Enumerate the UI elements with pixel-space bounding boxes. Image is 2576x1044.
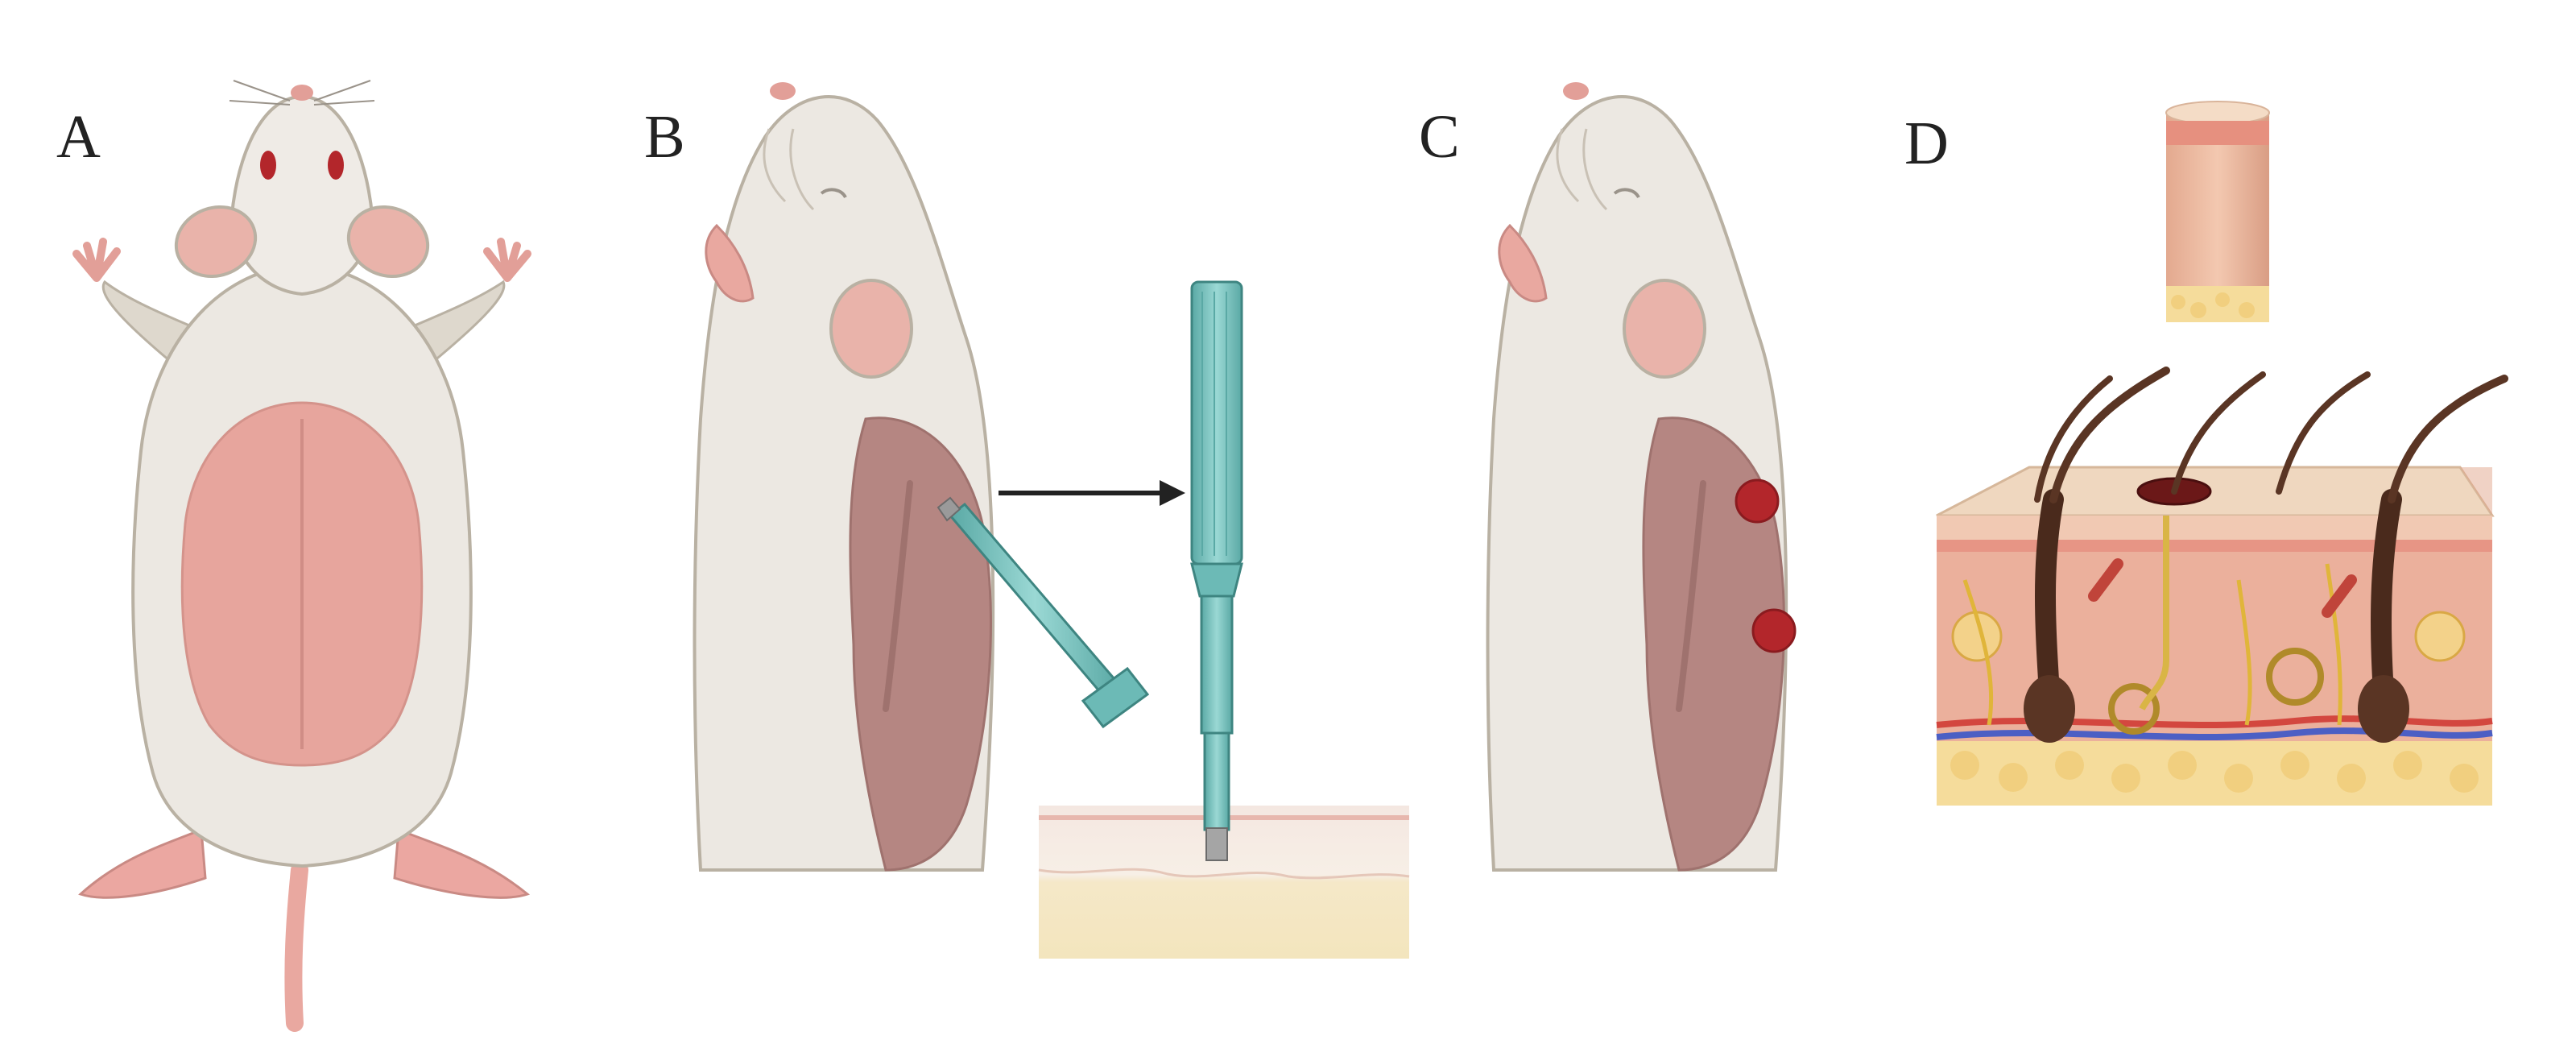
mouse-ventral-icon: [72, 80, 531, 1032]
wound-icon: [1735, 478, 1780, 524]
mouse-side-wounded-icon: [1486, 82, 1797, 872]
biopsy-punch-icon: [937, 496, 1150, 729]
panel-label-d: D: [1904, 110, 1949, 177]
panel-label-c: C: [1419, 103, 1460, 171]
punch-on-skin-icon: [1038, 280, 1410, 959]
panel-label-b: B: [644, 103, 685, 171]
skin-core-icon: [2165, 101, 2270, 322]
mouse-side-icon: [693, 82, 995, 872]
panel-label-a: A: [56, 103, 101, 171]
process-arrow: [999, 480, 1185, 506]
wound-icon: [1751, 608, 1797, 653]
skin-cross-section-icon: [1936, 367, 2508, 806]
